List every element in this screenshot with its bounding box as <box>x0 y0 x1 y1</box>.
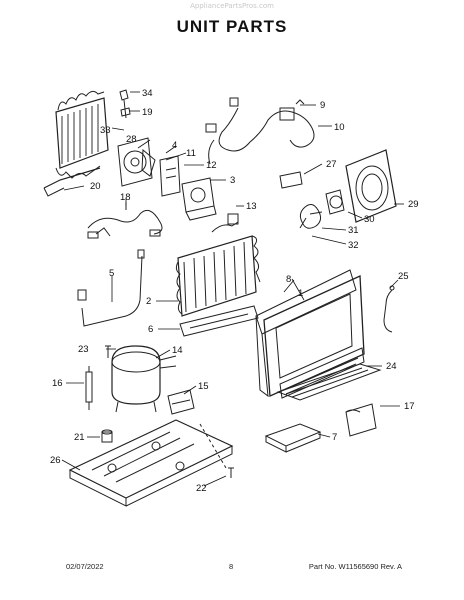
callout-30: 30 <box>364 214 375 225</box>
main-wire-harness <box>205 97 315 165</box>
page-title: UNIT PARTS <box>176 17 288 36</box>
callout-12: 12 <box>206 160 217 171</box>
callout-23: 23 <box>78 344 89 355</box>
callout-32: 32 <box>348 240 359 251</box>
callout-28: 28 <box>126 134 137 145</box>
watermark: AppliancePartsPros.com <box>190 2 274 10</box>
callout-1: 1 <box>298 288 303 299</box>
callout-33: 33 <box>100 125 111 136</box>
damper-control <box>181 177 217 221</box>
grommet <box>101 429 113 443</box>
callout-31: 31 <box>348 225 359 236</box>
thermistor <box>211 213 239 233</box>
callout-16: 16 <box>52 378 63 389</box>
callout-7: 7 <box>332 432 337 443</box>
terminal-cover <box>345 403 377 437</box>
callout-17: 17 <box>404 401 415 412</box>
screw-and-clip-parts <box>119 89 131 119</box>
callout-labels: 34 19 33 28 4 11 12 3 20 18 13 9 10 27 2… <box>50 88 419 494</box>
callout-18: 18 <box>120 192 131 203</box>
callout-24: 24 <box>386 361 397 372</box>
callout-15: 15 <box>198 381 209 392</box>
callout-20: 20 <box>90 181 101 192</box>
callout-10: 10 <box>334 122 345 133</box>
mounting-bracket <box>264 423 322 453</box>
bracket-plate <box>279 171 303 189</box>
callout-14: 14 <box>172 345 183 356</box>
drain-plate <box>276 363 382 401</box>
callout-9: 9 <box>320 100 325 111</box>
footer-date: 02/07/2022 <box>66 562 104 571</box>
start-relay <box>167 389 195 415</box>
callout-8: 8 <box>286 274 291 285</box>
callout-19: 19 <box>142 107 153 118</box>
footer-page-number: 8 <box>229 562 234 571</box>
footer-part-number: Part No. W11565690 Rev. A <box>308 562 402 571</box>
callout-29: 29 <box>408 199 419 210</box>
condenser-coil <box>175 235 261 317</box>
callout-3: 3 <box>230 175 235 186</box>
callout-22: 22 <box>196 483 207 494</box>
callout-26: 26 <box>50 455 61 466</box>
callout-11: 11 <box>186 148 196 159</box>
capillary-tube <box>77 249 145 327</box>
callout-21: 21 <box>74 432 85 443</box>
callout-4: 4 <box>172 140 177 151</box>
support-rod <box>383 285 395 333</box>
condenser-fan-motor <box>325 189 345 215</box>
leader-lines <box>61 91 404 487</box>
gasket-frame <box>255 269 357 398</box>
filter-drier <box>85 366 93 410</box>
evaporator-coil <box>43 90 109 197</box>
wire-harness <box>87 202 163 239</box>
condenser-fan-shroud <box>345 149 397 223</box>
base-screws <box>199 423 234 478</box>
callout-34: 34 <box>142 88 153 99</box>
callout-2: 2 <box>146 296 151 307</box>
base-plate <box>68 419 234 507</box>
coil-tray <box>179 305 259 337</box>
mounting-screw <box>105 345 111 358</box>
callout-13: 13 <box>246 201 257 212</box>
callout-6: 6 <box>148 324 153 335</box>
callout-5: 5 <box>109 268 114 279</box>
evaporator-fan-assembly <box>117 137 181 197</box>
callout-27: 27 <box>326 159 337 170</box>
callout-25: 25 <box>398 271 409 282</box>
compressor <box>111 345 177 413</box>
condenser-fan-blade <box>299 204 323 229</box>
